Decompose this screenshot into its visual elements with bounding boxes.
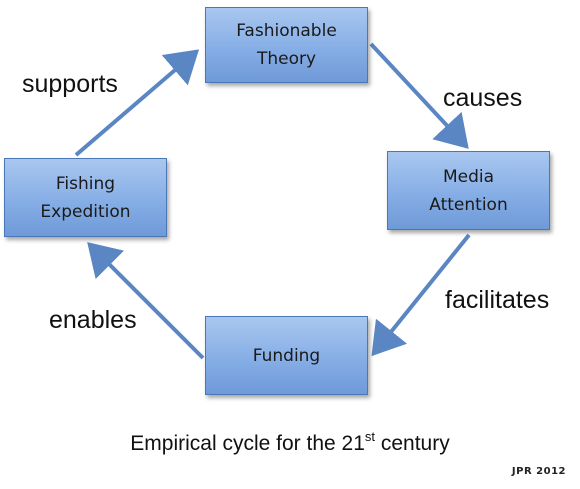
arrow-facilitates	[371, 233, 471, 357]
node-media-attention: Media Attention	[387, 151, 550, 230]
node-fashionable-theory-label: Fashionable Theory	[236, 21, 337, 69]
caption-suffix: century	[375, 432, 450, 455]
arrow-supports	[74, 49, 200, 157]
caption-superscript: st	[364, 429, 375, 444]
edge-label-supports: supports	[22, 70, 118, 98]
node-media-attention-label: Media Attention	[429, 166, 508, 215]
diagram-caption: Empirical cycle for the 21st century	[0, 429, 580, 456]
node-funding-label: Funding	[252, 345, 321, 366]
node-fashionable-theory: Fashionable Theory	[205, 7, 368, 83]
arrow-causes	[369, 42, 469, 149]
caption-prefix: Empirical cycle for the 21	[130, 432, 365, 455]
node-fishing-expedition: Fishing Expedition	[4, 158, 167, 237]
edge-label-facilitates: facilitates	[445, 286, 550, 314]
edge-label-enables: enables	[49, 306, 137, 334]
credit-label: JPR 2012	[511, 466, 566, 477]
arrow-enables	[87, 242, 205, 360]
edge-label-causes: causes	[443, 84, 523, 112]
node-fishing-expedition-label: Fishing Expedition	[40, 173, 131, 222]
node-funding: Funding	[205, 316, 368, 395]
